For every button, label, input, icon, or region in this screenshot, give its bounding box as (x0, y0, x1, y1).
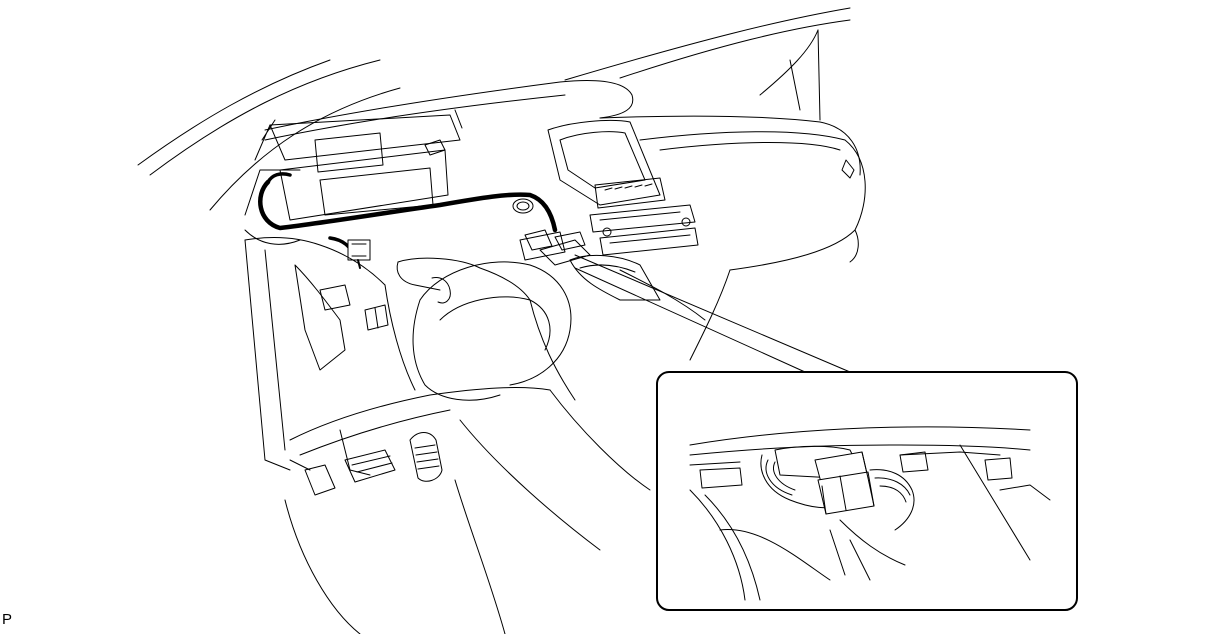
dashboard-upper (265, 81, 865, 360)
figure-code: P (2, 611, 13, 628)
callout-leader (575, 255, 850, 372)
magnifier-callout-icon (657, 372, 1077, 610)
wire-harness (260, 174, 555, 255)
upper-box-area (245, 110, 462, 244)
center-console (548, 120, 698, 300)
connector-icon (815, 452, 874, 514)
windshield-lines (138, 8, 850, 210)
lower-left-panel (245, 238, 575, 470)
steering-column (397, 230, 590, 400)
floor-lines (285, 390, 650, 634)
pedals (290, 430, 442, 495)
